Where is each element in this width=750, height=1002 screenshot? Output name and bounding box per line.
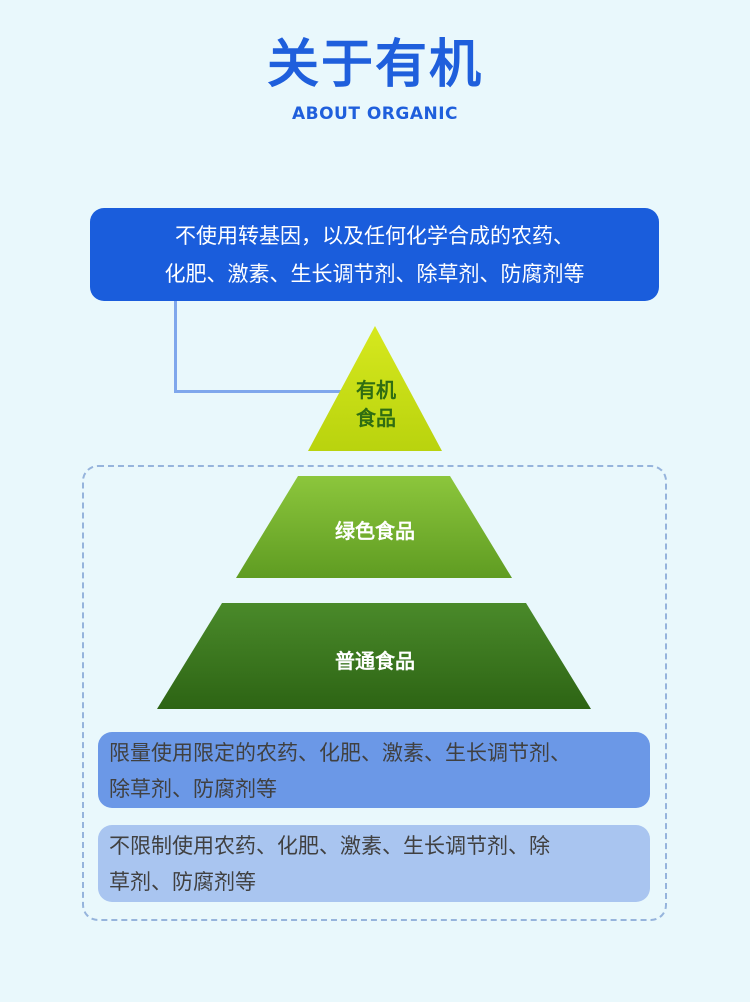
green-food-note: 限量使用限定的农药、化肥、激素、生长调节剂、 除草剂、防腐剂等 [98,732,650,808]
dashed-group-frame [82,465,667,921]
organic-description-box: 不使用转基因，以及任何化学合成的农药、 化肥、激素、生长调节剂、除草剂、防腐剂等 [90,208,659,301]
green-food-note-line: 限量使用限定的农药、化肥、激素、生长调节剂、 [109,741,571,765]
green-tier-label: 绿色食品 [335,519,415,543]
organic-tier-label-line: 食品 [356,406,396,430]
normal-tier-label: 普通食品 [335,649,415,673]
normal-food-note: 不限制使用农药、化肥、激素、生长调节剂、除 草剂、防腐剂等 [98,825,650,902]
connector-line [174,301,364,393]
green-tier [236,476,512,578]
page-subtitle: ABOUT ORGANIC [291,104,459,124]
normal-food-note-line: 不限制使用农药、化肥、激素、生长调节剂、除 [109,834,550,858]
organic-tier [308,326,442,451]
organic-tier-label-line: 有机 [356,378,396,402]
normal-tier [157,603,591,709]
green-food-note-line: 除草剂、防腐剂等 [109,777,277,801]
organic-description-line: 不使用转基因，以及任何化学合成的农药、 [175,224,574,248]
organic-description-line: 化肥、激素、生长调节剂、除草剂、防腐剂等 [164,262,585,286]
organic-tier-label: 有机 食品 [316,376,436,432]
normal-food-note-line: 草剂、防腐剂等 [109,870,256,894]
page-title: 关于有机 [266,35,483,95]
